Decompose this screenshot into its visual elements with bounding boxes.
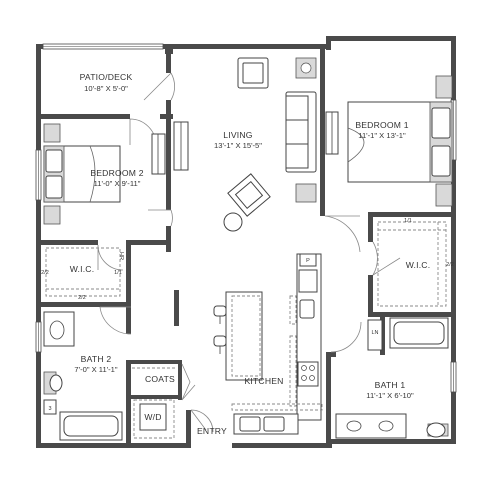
bedroom-1: BEDROOM 1 11'-1" X 13'-1": [325, 75, 453, 207]
entry-name: ENTRY: [197, 426, 227, 436]
bath-2: 3 BATH 2 7'-0" X 11'-1": [43, 311, 123, 441]
coats-closet: COATS: [132, 367, 176, 384]
patio-deck: PATIO/DECK 10'-8" X 5'-0": [80, 72, 133, 93]
wd-name: W/D: [144, 412, 161, 422]
coats-name: COATS: [145, 374, 175, 384]
wic-left-shelf-bottom: 2/2: [78, 295, 86, 301]
wic-right-shelf-side: 2/2: [446, 262, 454, 268]
washer-dryer: W/D: [133, 399, 175, 439]
living-name: LIVING: [223, 130, 252, 140]
pantry-label: P: [306, 258, 310, 264]
walk-in-closet-left: W.I.C. 2/2 1/1 2/2 HR: [41, 247, 124, 301]
wic-left-name: W.I.C.: [70, 264, 95, 274]
bath1-dims: 11'-1" X 6'-10": [366, 391, 414, 400]
patio-dims: 10'-8" X 5'-0": [84, 84, 128, 93]
bath2-dims: 7'-0" X 11'-1": [74, 365, 117, 374]
bedroom-2: BEDROOM 2 11'-0" X 9'-11": [43, 123, 166, 225]
kitchen: P KITCHEN: [213, 253, 323, 435]
interior-walls: [38, 44, 453, 448]
wic-right-shelf-top: 1/1: [404, 218, 412, 224]
bedroom1-name: BEDROOM 1: [355, 120, 408, 130]
bedroom2-name: BEDROOM 2: [90, 168, 143, 178]
hr-label: HR: [118, 252, 124, 260]
bath-1: LN BATH 1 11'-1" X 6'-10": [335, 317, 449, 439]
wic-right-name: W.I.C.: [406, 260, 431, 270]
patio-name: PATIO/DECK: [80, 72, 133, 82]
bath2-shelf-three: 3: [48, 406, 51, 412]
living-room: LIVING 13'-1" X 15'-5": [173, 57, 317, 232]
bedroom1-dims: 11'-1" X 13'-1": [358, 131, 406, 140]
bedroom2-dims: 11'-0" X 9'-11": [94, 179, 141, 188]
wic-left-shelf-side: 2/2: [41, 270, 49, 276]
entry: ENTRY: [197, 426, 227, 436]
bath1-name: BATH 1: [375, 380, 406, 390]
linen-label: LN: [371, 330, 378, 336]
bath2-name: BATH 2: [81, 354, 112, 364]
wic-left-shelf-right: 1/1: [114, 270, 122, 276]
walk-in-closet-right: W.I.C. 1/1 2/2: [377, 218, 454, 307]
kitchen-name: KITCHEN: [244, 376, 283, 386]
living-dims: 13'-1" X 15'-5": [214, 141, 262, 150]
